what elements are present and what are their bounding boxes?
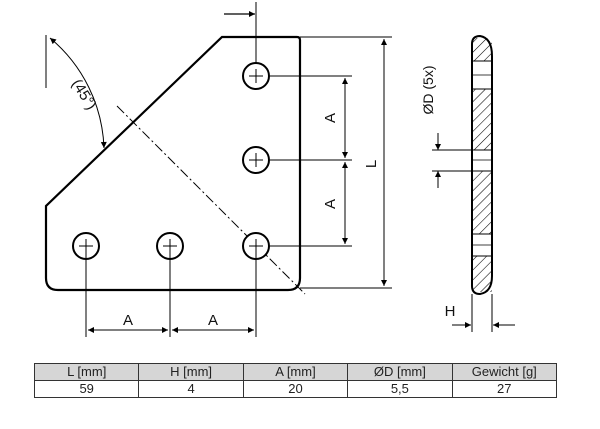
label-thickness: H [445, 303, 456, 320]
table-cell-h: 4 [138, 380, 244, 398]
table-cell-d: 5,5 [347, 380, 453, 398]
label-a-horizontal-right: A [208, 312, 218, 329]
angle-label: (45°) [68, 76, 100, 113]
diagonal-centerline [116, 105, 306, 295]
table-cell-a: 20 [242, 380, 349, 398]
table-header-weight: Gewicht [g] [451, 363, 558, 381]
table-cell-l: 59 [33, 380, 140, 398]
label-l: L [363, 160, 380, 168]
hole-2 [242, 146, 270, 174]
table-row: 59 4 20 5,5 27 [33, 380, 558, 398]
label-a-vertical-bottom: A [322, 199, 339, 209]
plate-outline [44, 35, 302, 292]
table-header-d: ØD [mm] [347, 363, 453, 381]
table-header-row: L [mm] H [mm] A [mm] ØD [mm] Gewicht [g] [33, 363, 558, 381]
hole-1 [242, 62, 270, 90]
spec-table: L [mm] H [mm] A [mm] ØD [mm] Gewicht [g]… [33, 363, 558, 398]
table-header-h: H [mm] [138, 363, 244, 381]
label-a-vertical-top: A [322, 113, 339, 123]
technical-drawing: (45°) A A L A A ØD (5x) [44, 2, 515, 337]
label-diameter: ØD (5x) [420, 66, 436, 115]
table-cell-weight: 27 [451, 380, 558, 398]
angle-arc [49, 37, 107, 149]
table-header-a: A [mm] [242, 363, 349, 381]
table-header-l: L [mm] [33, 363, 140, 381]
side-view-section [471, 34, 493, 296]
label-a-horizontal-left: A [123, 312, 133, 329]
